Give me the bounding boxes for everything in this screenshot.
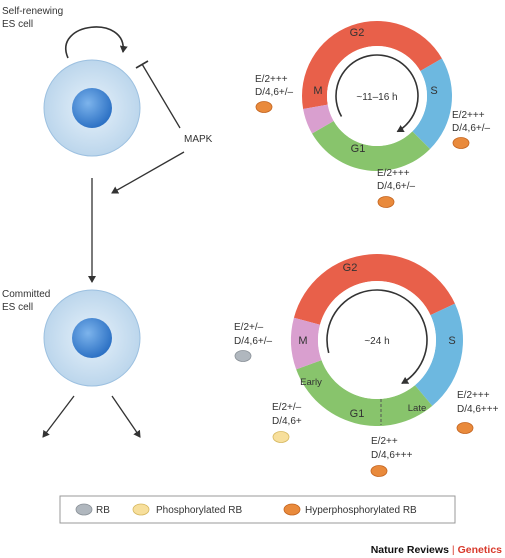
cycle-bottom-g2-label: G2 <box>343 262 358 274</box>
cycle-bottom-early-label: Early <box>300 377 322 388</box>
cycle-bottom: ~24 h G2 S G1 M Early Late <box>291 254 464 426</box>
legend-phosphorylated-rb-icon <box>132 503 150 516</box>
cycle-bottom-s-arc <box>414 303 464 406</box>
cycle-top-g1-arc <box>312 121 431 172</box>
hyperphosphorylated-rb-icon <box>456 422 474 434</box>
legend-rb-label: RB <box>96 505 110 516</box>
legend-hyperphosphorylated-rb-icon <box>283 503 301 516</box>
rb-icon <box>234 350 252 362</box>
cycle-bottom-g1-marker-line2: D/4,6+++ <box>371 450 413 461</box>
cycle-bottom-g2-arc <box>293 254 455 325</box>
cycle-top-m-arc <box>303 104 334 134</box>
cycle-top-direction-arrow <box>335 54 419 133</box>
cycle-bottom-late-marker-line1: E/2+++ <box>457 390 490 401</box>
hyperphosphorylated-rb-icon <box>370 465 388 477</box>
cycle-bottom-direction-arrow <box>326 289 428 384</box>
cycle-top-g1-label: G1 <box>351 143 366 155</box>
committed-nucleus <box>72 318 112 358</box>
cycle-bottom-m-marker-line1: E/2+/– <box>234 322 264 333</box>
cycle-bottom-duration: ~24 h <box>364 336 389 347</box>
differentiation-arrow-left <box>42 395 75 438</box>
hyperphosphorylated-rb-icon <box>255 101 273 113</box>
cycle-top-s-marker-line1: E/2+++ <box>452 110 485 121</box>
mapk-activation-arrow <box>111 151 185 194</box>
cycle-top-g1-marker-line2: D/4,6+/– <box>377 181 416 192</box>
bottom-cell-label-line2: ES cell <box>2 302 33 313</box>
cycle-bottom-m-marker-line2: D/4,6+/– <box>234 336 273 347</box>
mapk-inhibition-bar <box>135 60 149 69</box>
cycle-top: ~11–16 h G2 S G1 M <box>301 20 452 172</box>
credit-separator: | <box>452 544 455 556</box>
cycle-top-s-arc <box>412 58 452 150</box>
cycle-top-m-label: M <box>313 85 322 97</box>
journal-credit: Nature Reviews|Genetics <box>371 544 502 556</box>
cycle-top-g2-arc <box>301 20 442 110</box>
self-renewing-nucleus <box>72 88 112 128</box>
cycle-top-m-marker-line1: E/2+++ <box>255 74 288 85</box>
cycle-top-m-marker-line2: D/4,6+/– <box>255 87 294 98</box>
cycle-bottom-s-label: S <box>448 335 455 347</box>
legend-phosphorylated-rb-label: Phosphorylated RB <box>156 505 242 516</box>
cycle-top-g1-marker-line1: E/2+++ <box>377 168 410 179</box>
phosphorylated-rb-icon <box>272 431 290 443</box>
mapk-inhibition-line <box>141 63 181 129</box>
cycle-top-g2-label: G2 <box>350 27 365 39</box>
legend-box <box>59 495 456 524</box>
bottom-cell-label-line1: Committed <box>2 289 50 300</box>
cycle-bottom-inner <box>318 281 436 399</box>
cycle-bottom-m-arc <box>291 317 322 370</box>
legend-hyperphosphorylated-rb-label: Hyperphosphorylated RB <box>305 505 417 516</box>
cycle-top-inner <box>327 46 427 146</box>
cycle-bottom-g1-label: G1 <box>350 408 365 420</box>
self-renewal-arrow <box>65 26 128 59</box>
journal-name: Nature Reviews <box>371 544 449 556</box>
cycle-bottom-m-label: M <box>298 335 307 347</box>
cycle-top-duration: ~11–16 h <box>356 92 397 103</box>
mapk-label: MAPK <box>184 134 213 145</box>
hyperphosphorylated-rb-icon <box>452 137 470 149</box>
cycle-bottom-late-label: Late <box>408 403 427 414</box>
hyperphosphorylated-rb-icon <box>377 196 395 208</box>
cycle-bottom-g1-marker-line1: E/2++ <box>371 436 398 447</box>
cycle-bottom-g1-arc <box>296 360 433 426</box>
cycle-top-s-label: S <box>430 85 437 97</box>
cycle-bottom-early-marker-line1: E/2+/– <box>272 402 302 413</box>
journal-section: Genetics <box>458 544 503 556</box>
cycle-bottom-late-marker-line2: D/4,6+++ <box>457 404 499 415</box>
cycle-bottom-early-marker-line2: D/4,6+ <box>272 416 302 427</box>
top-cell-label-line2: ES cell <box>2 19 33 30</box>
legend-rb-icon <box>75 503 93 516</box>
cycle-top-s-marker-line2: D/4,6+/– <box>452 123 491 134</box>
differentiation-arrow-right <box>111 395 141 438</box>
top-cell-label-line1: Self-renewing <box>2 6 63 17</box>
